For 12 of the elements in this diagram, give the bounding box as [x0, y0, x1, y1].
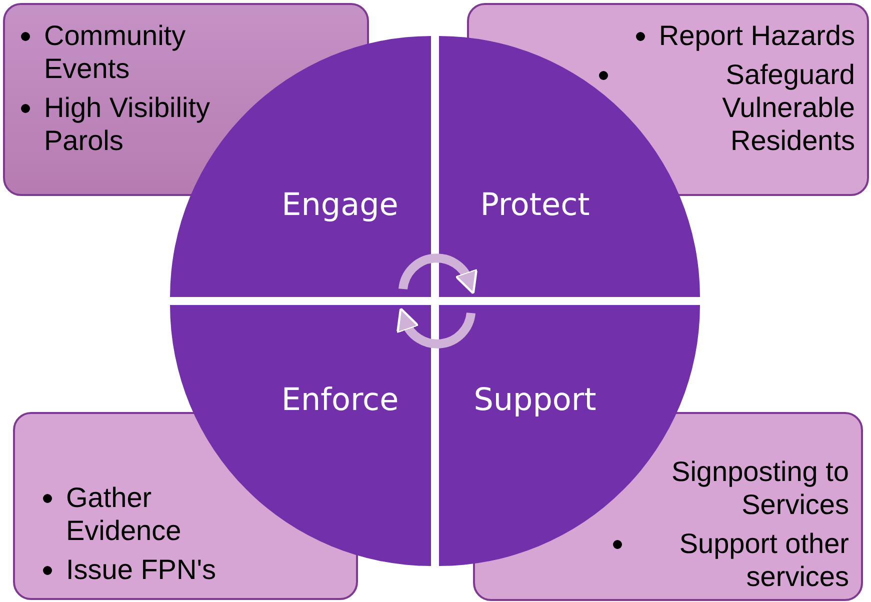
- quadrant-label: Engage: [282, 187, 398, 223]
- bullet-text: Report Hazards: [658, 19, 855, 52]
- bullet-text: High Visibility Parols: [44, 91, 211, 157]
- bullet-text: Issue FPN's: [66, 553, 216, 586]
- bullet-text: Safeguard Vulnerable Residents: [721, 58, 855, 157]
- quadrant-label: Enforce: [281, 382, 399, 418]
- bullet-text: Signposting to Services: [670, 455, 849, 521]
- quadrant-label: Protect: [480, 187, 590, 223]
- quadrant-label: Support: [474, 382, 596, 418]
- bullet-text: Support other services: [678, 527, 849, 593]
- bullet-text: Community Events: [44, 19, 187, 85]
- bullet-text: Gather Evidence: [66, 481, 182, 547]
